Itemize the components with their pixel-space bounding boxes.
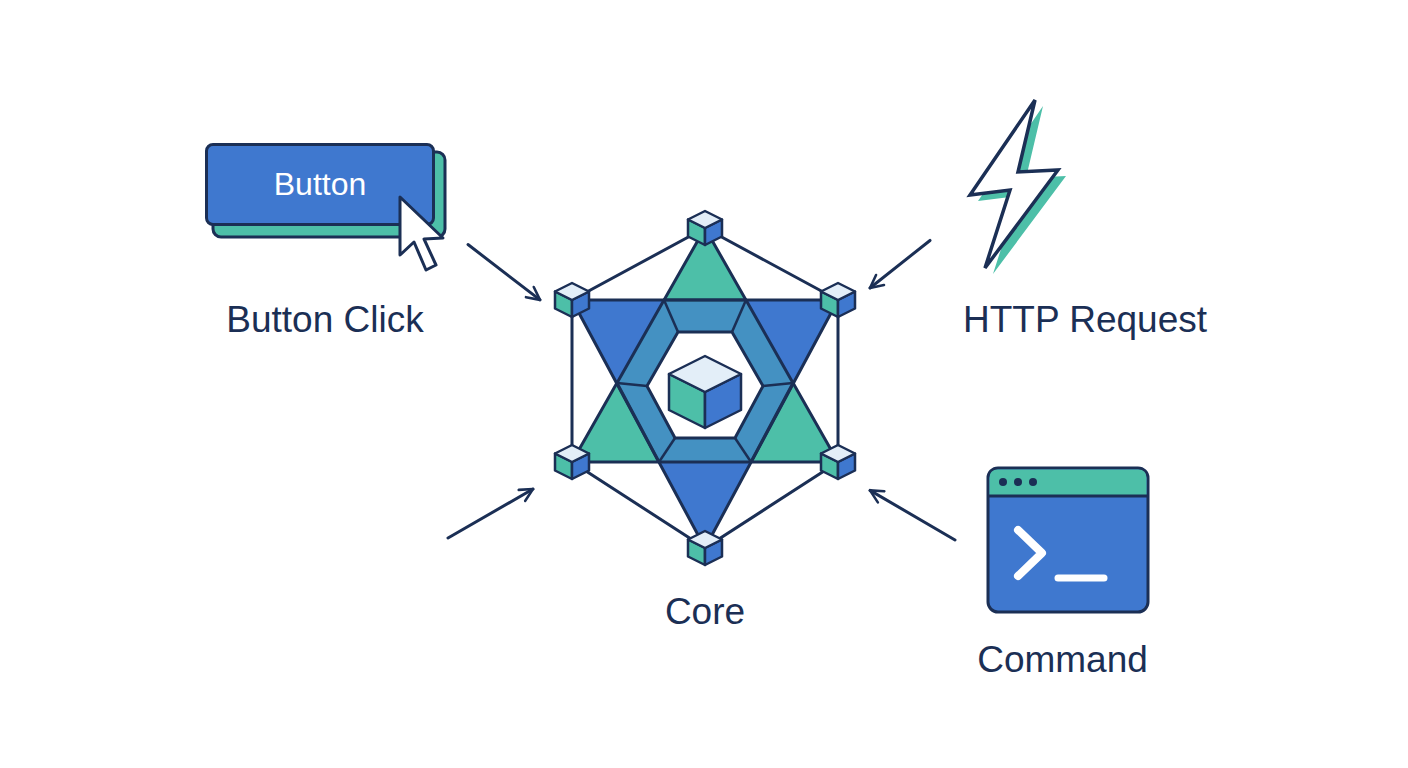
core-spoke xyxy=(617,383,647,386)
terminal-window xyxy=(988,468,1148,612)
cube-top-face xyxy=(688,531,722,548)
node-label: Button Click xyxy=(200,298,450,342)
terminal-divider xyxy=(989,495,1147,498)
button-face: Button xyxy=(205,143,435,226)
node-label: Command xyxy=(955,638,1170,682)
terminal-prompt xyxy=(1018,530,1042,576)
cube-top-face xyxy=(555,445,589,462)
core-spoke xyxy=(763,383,793,386)
terminal-icon xyxy=(988,468,1148,612)
input-arrow xyxy=(870,240,930,288)
core-spoke xyxy=(664,300,678,332)
cube xyxy=(688,211,722,245)
core-triangle-down xyxy=(572,300,838,548)
input-arrow xyxy=(468,245,540,300)
terminal-dot xyxy=(1029,478,1037,486)
cube xyxy=(821,445,855,479)
cube xyxy=(821,283,855,317)
command-node: Command xyxy=(955,465,1170,690)
terminal-cursor xyxy=(1058,575,1104,582)
cube xyxy=(555,283,589,317)
core-star-center xyxy=(617,300,793,462)
node-label: Core xyxy=(540,590,870,634)
core-spoke xyxy=(735,438,751,462)
cube-top-face xyxy=(821,445,855,462)
button-text: Button xyxy=(274,165,367,203)
input-arrow xyxy=(448,489,533,538)
button-node: ButtonButton Click xyxy=(200,140,468,345)
terminal-dot xyxy=(999,478,1007,486)
lightning-icon xyxy=(970,100,1066,274)
core-spoke xyxy=(732,300,746,332)
cube-top-face xyxy=(669,356,741,392)
node-label: HTTP Request xyxy=(930,298,1240,342)
core-hexagon xyxy=(572,228,838,548)
cube-top-face xyxy=(555,283,589,300)
core-illustration xyxy=(555,211,855,565)
terminal-dot xyxy=(1014,478,1022,486)
core-cubes xyxy=(555,211,855,565)
core-node: Core xyxy=(540,200,870,640)
core-inner-hexagon xyxy=(647,332,763,438)
edge-group xyxy=(468,240,955,539)
cube-top-face xyxy=(821,283,855,300)
lightning-bolt xyxy=(970,100,1058,268)
cube-top-face xyxy=(688,211,722,228)
input-arrow xyxy=(870,490,955,540)
core-spokes xyxy=(617,300,793,462)
terminal-titlebar xyxy=(990,470,1147,497)
cube xyxy=(669,356,741,428)
http-request-node: HTTP Request xyxy=(930,90,1240,345)
cube xyxy=(555,445,589,479)
core-spoke xyxy=(659,438,675,462)
cube xyxy=(688,531,722,565)
